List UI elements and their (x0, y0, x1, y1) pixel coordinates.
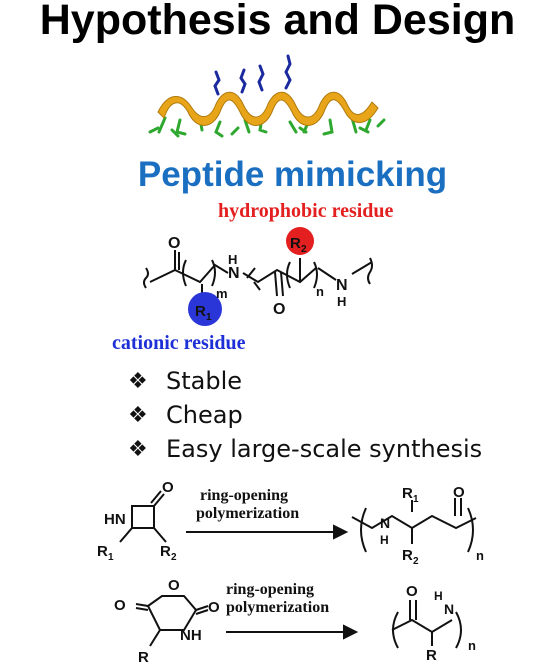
diamond-bullet-icon: ❖ (128, 436, 148, 462)
amide-n-1: N (228, 265, 240, 282)
amide-h-2: H (337, 294, 346, 309)
carbonyl-o-2: O (273, 301, 285, 318)
lactam-r1-sub: 1 (108, 552, 114, 563)
repeat-m: m (216, 286, 228, 301)
product-h-1: H (380, 533, 389, 547)
product-o-1: O (453, 484, 465, 501)
nca-nh: NH (180, 627, 202, 644)
r2-sub: 2 (301, 244, 307, 255)
wavy-bond-right (367, 257, 373, 285)
amide-n-2: N (336, 277, 348, 294)
r1-ball (188, 292, 222, 326)
helix-ribbon (157, 91, 379, 126)
feature-list: ❖Stable ❖Cheap ❖Easy large-scale synthes… (128, 364, 482, 466)
left-bracket-break (246, 267, 261, 291)
nca-o-left: O (114, 597, 126, 614)
section-subtitle: Peptide mimicking (137, 155, 448, 194)
amide-h-1: H (228, 252, 237, 267)
lactam-r1: R (97, 543, 108, 560)
product-r1-sub: 1 (413, 494, 419, 505)
bracket-n (286, 261, 318, 289)
product-r1: R (402, 485, 413, 502)
carbonyl-o-1: O (168, 235, 180, 252)
r2-ball (286, 227, 314, 255)
diamond-bullet-icon: ❖ (128, 368, 148, 394)
feature-item: ❖Easy large-scale synthesis (128, 435, 483, 463)
lactam-r2-sub: 2 (171, 552, 177, 563)
lactam-o: O (162, 479, 174, 496)
r1-label: R (195, 303, 206, 320)
nca-r: R (138, 649, 149, 666)
r2-label: R (290, 235, 301, 252)
product-r: R (426, 647, 437, 664)
nca-o-right: O (208, 599, 220, 616)
product-n-1: N (380, 515, 390, 531)
polymer-n-2: n (468, 638, 476, 653)
polymer-brackets-2 (392, 611, 462, 649)
product-r2: R (402, 547, 413, 564)
polymer-brackets-1 (360, 507, 474, 553)
slide-title: Hypothesis and Design (39, 0, 516, 44)
feature-item: ❖Stable (128, 367, 243, 395)
lactam-hn: HN (104, 511, 126, 528)
cationic-residue-label: cationic residue (112, 332, 246, 354)
arrow-label-2a: ring-opening (226, 581, 314, 598)
arrow-label-1a: ring-opening (200, 487, 288, 504)
diamond-bullet-icon: ❖ (128, 402, 148, 428)
product-h-2: H (434, 589, 443, 603)
product-o-2: O (406, 583, 418, 600)
bracket-m (182, 259, 216, 287)
arrow-label-2b: polymerization (226, 599, 329, 616)
lactam-r2: R (160, 543, 171, 560)
helix-side-chains-blue (213, 54, 292, 96)
nca-o-ring: O (168, 577, 180, 594)
repeat-n: n (316, 284, 324, 299)
product-r2-sub: 2 (413, 556, 419, 567)
feature-item: ❖Cheap (128, 401, 243, 429)
product-n-2: N (444, 601, 454, 617)
hydrophobic-residue-label: hydrophobic residue (218, 200, 394, 222)
wavy-bond-left (143, 267, 149, 289)
r1-sub: 1 (206, 312, 212, 323)
arrow-label-1b: polymerization (196, 505, 299, 522)
polymer-n-1: n (476, 548, 484, 563)
